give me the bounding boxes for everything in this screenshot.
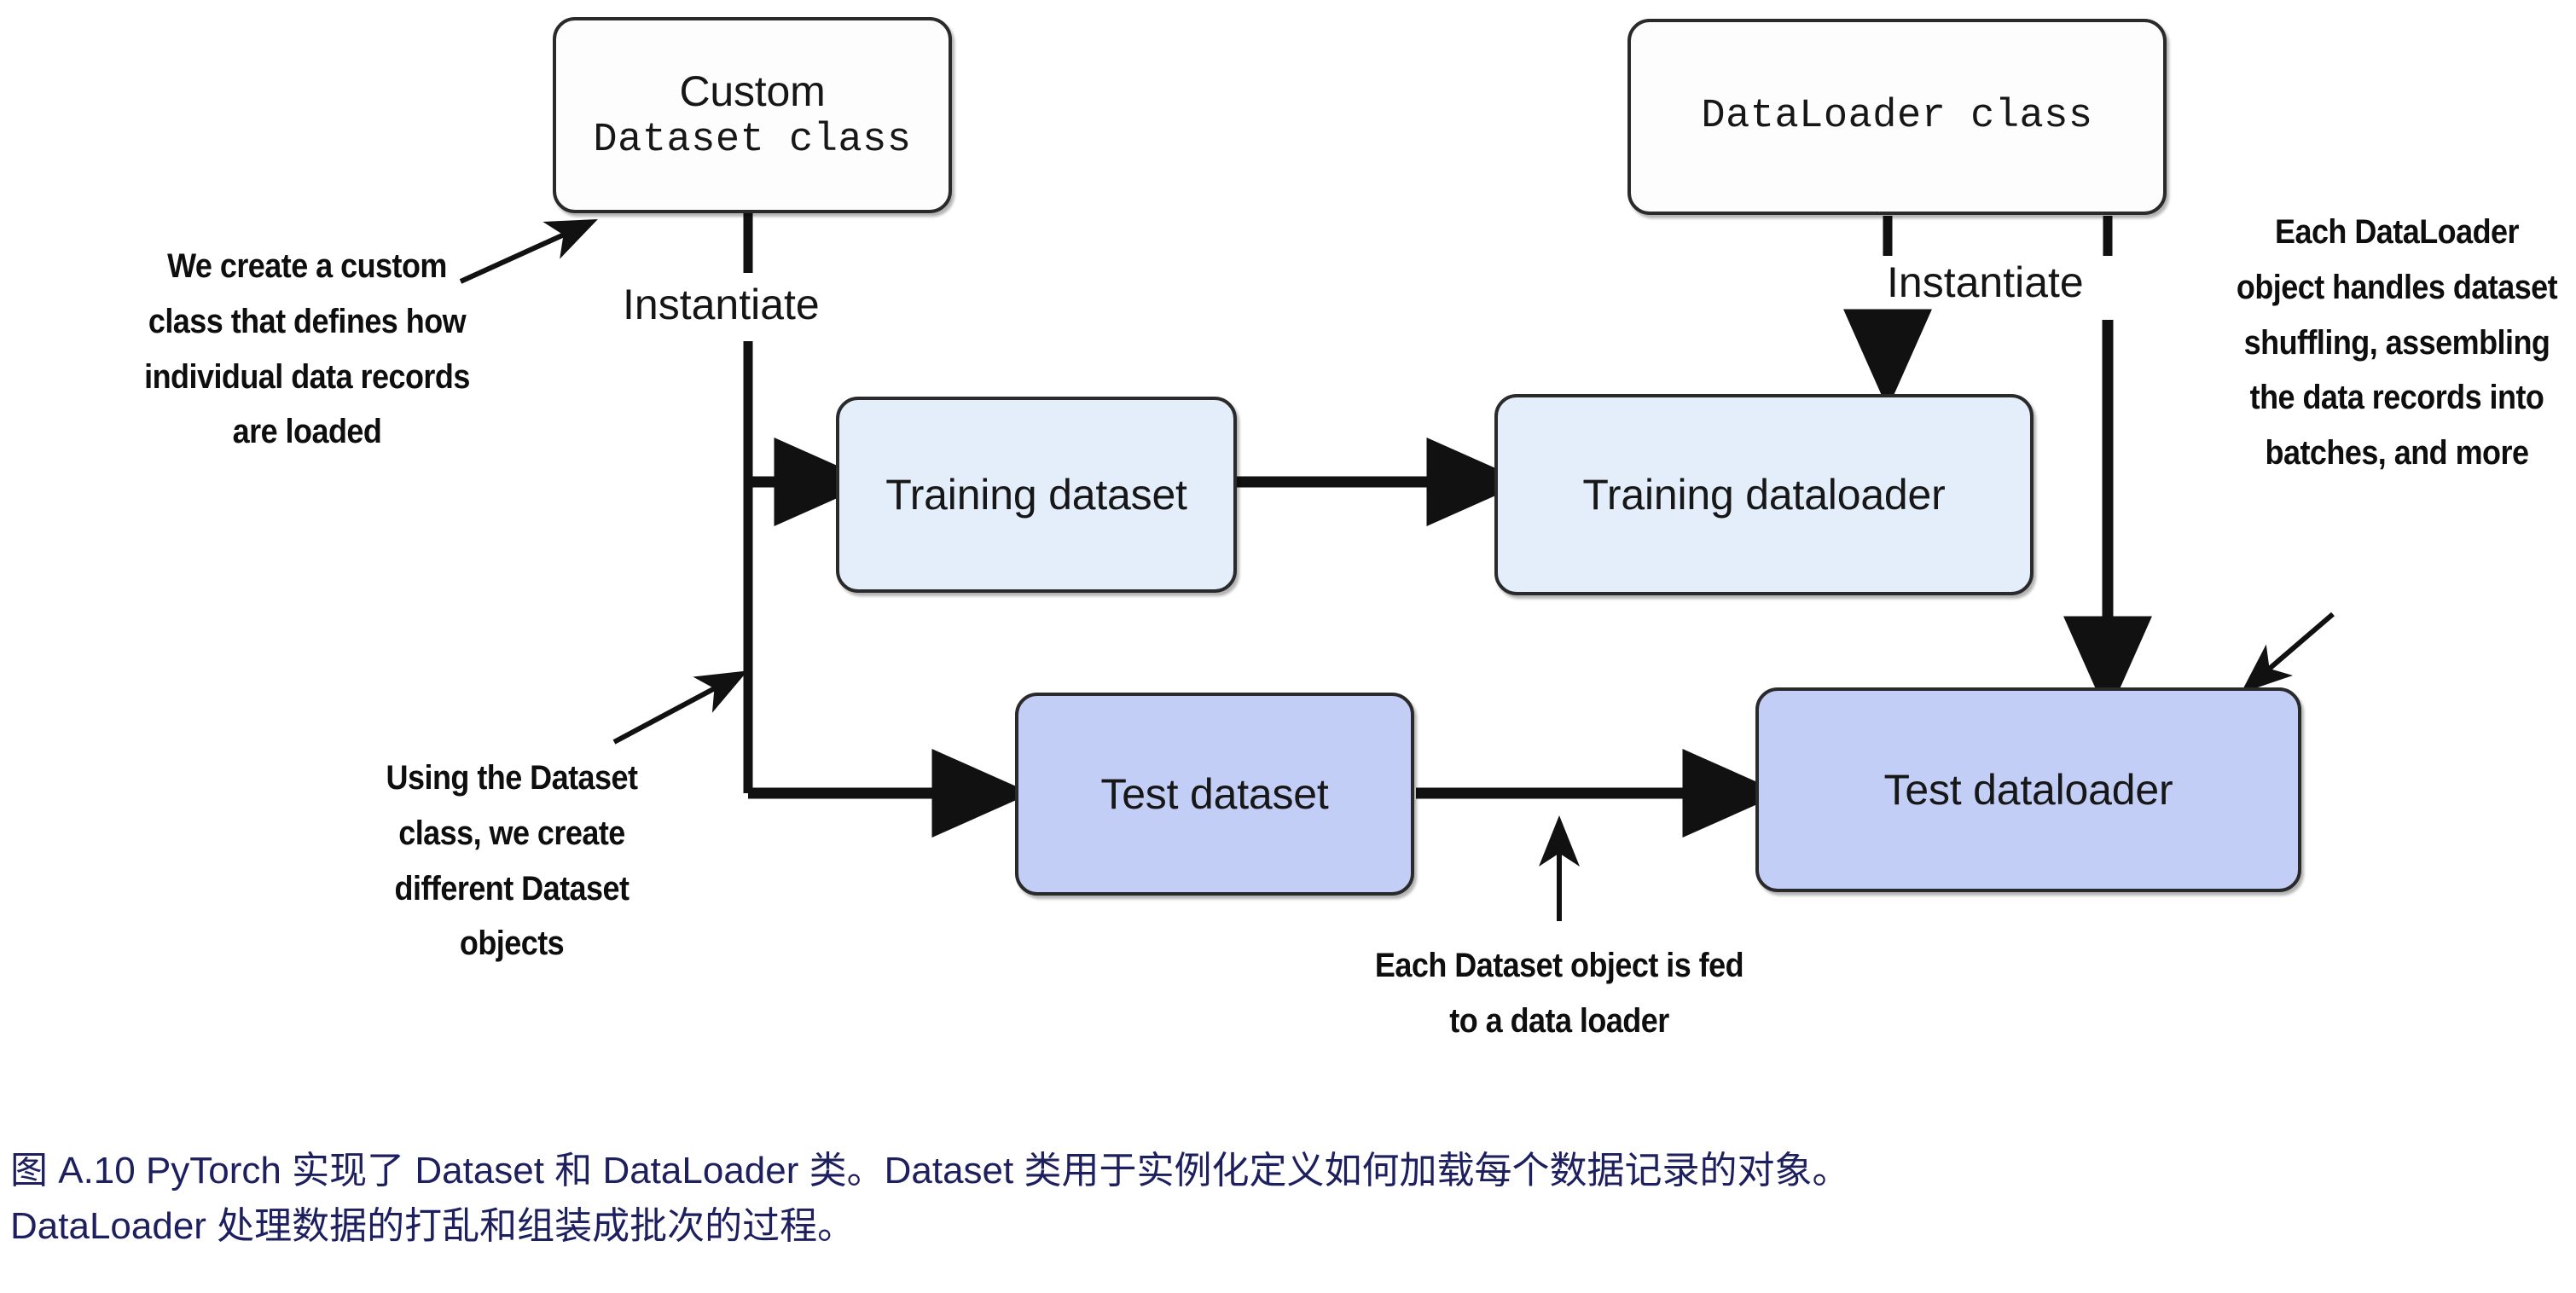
edge-label-instantiate-right: Instantiate <box>1887 258 2084 306</box>
test-dataloader-label: Test dataloader <box>1883 765 2173 814</box>
annotation-line: fed to a data loader <box>1449 947 1744 1040</box>
node-training-dataloader[interactable]: Training dataloader <box>1494 394 2034 595</box>
custom-dataset-class-line1: Custom <box>679 67 826 115</box>
annotation-line: Using the Dataset <box>386 759 638 797</box>
caption-line-1: 图 A.10 PyTorch 实现了 Dataset 和 DataLoader … <box>10 1150 1850 1192</box>
annotation-each-dataset-object: Each Dataset object is fed to a data loa… <box>1367 938 1751 1049</box>
annotation-line: batches, and more <box>2265 434 2529 473</box>
annotation-using-dataset-class: Using the Dataset class, we create diffe… <box>343 751 681 971</box>
training-dataset-label: Training dataset <box>885 470 1187 519</box>
annotation-line: assembling the <box>2249 323 2550 417</box>
leader-line-each-dataloader-object <box>2240 612 2335 693</box>
training-dataloader-label: Training dataloader <box>1582 470 1946 519</box>
node-custom-dataset-class[interactable]: Custom Dataset class <box>553 17 952 213</box>
test-dataset-label: Test dataset <box>1100 769 1329 818</box>
figure-caption: 图 A.10 PyTorch 实现了 Dataset 和 DataLoader … <box>10 1143 2535 1254</box>
annotation-each-dataloader-object: Each DataLoader object handles dataset s… <box>2236 205 2558 481</box>
annotation-line: custom class that <box>148 247 448 340</box>
annotation-line: object handles <box>2236 268 2445 306</box>
annotation-line: class, we create <box>398 814 625 852</box>
custom-dataset-class-line2: Dataset class <box>593 117 912 163</box>
dataloader-class-label: DataLoader class <box>1701 94 2093 140</box>
annotation-line: Each DataLoader <box>2274 213 2520 251</box>
node-test-dataset[interactable]: Test dataset <box>1015 693 1414 896</box>
annotation-line: objects <box>459 925 565 963</box>
annotation-line: Each Dataset object is <box>1374 947 1691 984</box>
leader-line-create-custom-class <box>459 219 598 284</box>
node-training-dataset[interactable]: Training dataset <box>836 397 1237 593</box>
annotation-line: dataset shuffling, <box>2243 268 2558 362</box>
annotation-line: records are loaded <box>232 357 471 451</box>
annotation-line: individual data <box>144 357 353 396</box>
edge-label-instantiate-left: Instantiate <box>623 281 820 328</box>
annotation-line: We create a <box>167 247 333 285</box>
annotation-line: data records into <box>2302 379 2544 417</box>
annotation-create-custom-class: We create a custom class that defines ho… <box>138 239 476 460</box>
annotation-line: different Dataset <box>394 869 629 907</box>
node-test-dataloader[interactable]: Test dataloader <box>1755 687 2301 892</box>
caption-line-2: DataLoader 处理数据的打乱和组装成批次的过程。 <box>10 1205 856 1248</box>
edge-instantiate-left <box>743 213 1032 838</box>
annotation-line: defines how <box>293 302 467 340</box>
node-dataloader-class[interactable]: DataLoader class <box>1627 19 2167 215</box>
leader-line-using-dataset-class <box>612 670 748 745</box>
